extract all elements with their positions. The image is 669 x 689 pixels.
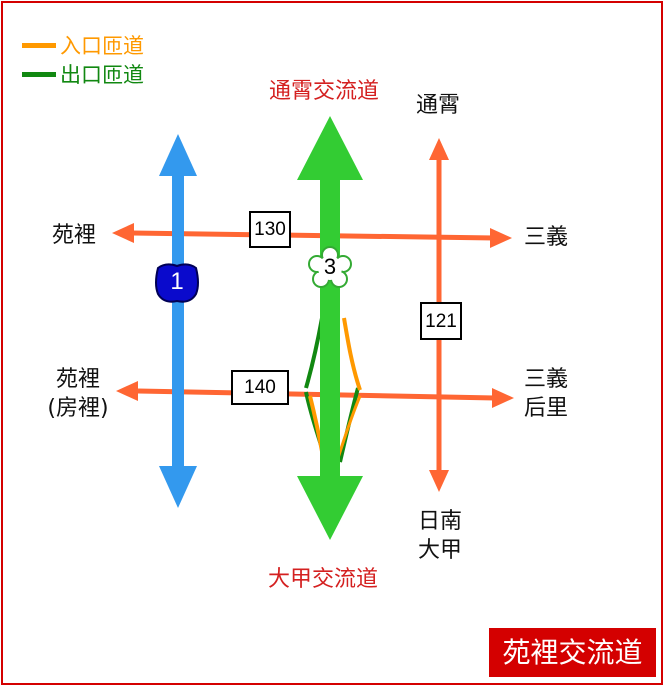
interchange-title: 苑裡交流道 (489, 628, 656, 677)
entrance-ramp-swatch (22, 42, 56, 48)
road-140-line (116, 381, 514, 408)
destination-yuanli-140: 苑裡 (55, 367, 100, 392)
road-121-box (420, 302, 462, 340)
road-130-box (249, 211, 291, 248)
road-140-box (231, 370, 289, 405)
destination-dajia-interchange: 大甲交流道 (268, 567, 379, 592)
destination-yuanli-130: 苑裡 (52, 223, 97, 248)
destination-tongxiao-interchange: 通霄交流道 (269, 79, 380, 104)
legend-entrance: 入口匝道 (22, 32, 144, 58)
freeway-1-shield (155, 263, 199, 303)
road-121-number: 121 (425, 311, 457, 332)
destination-fangli-140: (房裡) (47, 396, 109, 421)
exit-ramp-swatch (22, 71, 56, 77)
entrance-ramp-label: 入口匝道 (60, 34, 144, 58)
freeway-3-line (297, 116, 363, 540)
destination-sanyi-140: 三義 (524, 367, 569, 392)
freeway-3-number: 3 (323, 254, 337, 279)
destination-sanyi-130: 三義 (524, 225, 569, 250)
destination-houli-140: 后里 (524, 396, 569, 421)
freeway-1-line (159, 134, 197, 508)
destination-tongxiao: 通霄 (416, 93, 461, 118)
freeway-3-shield (308, 246, 352, 288)
destination-dajia: 大甲 (417, 538, 462, 563)
road-130-line (112, 223, 512, 248)
road-130-number: 130 (254, 219, 286, 240)
destination-rinan: 日南 (417, 509, 462, 534)
freeway-1-number: 1 (170, 268, 184, 295)
legend-exit: 出口匝道 (22, 61, 144, 87)
road-140-number: 140 (244, 377, 276, 398)
exit-ramp-label: 出口匝道 (60, 63, 144, 87)
